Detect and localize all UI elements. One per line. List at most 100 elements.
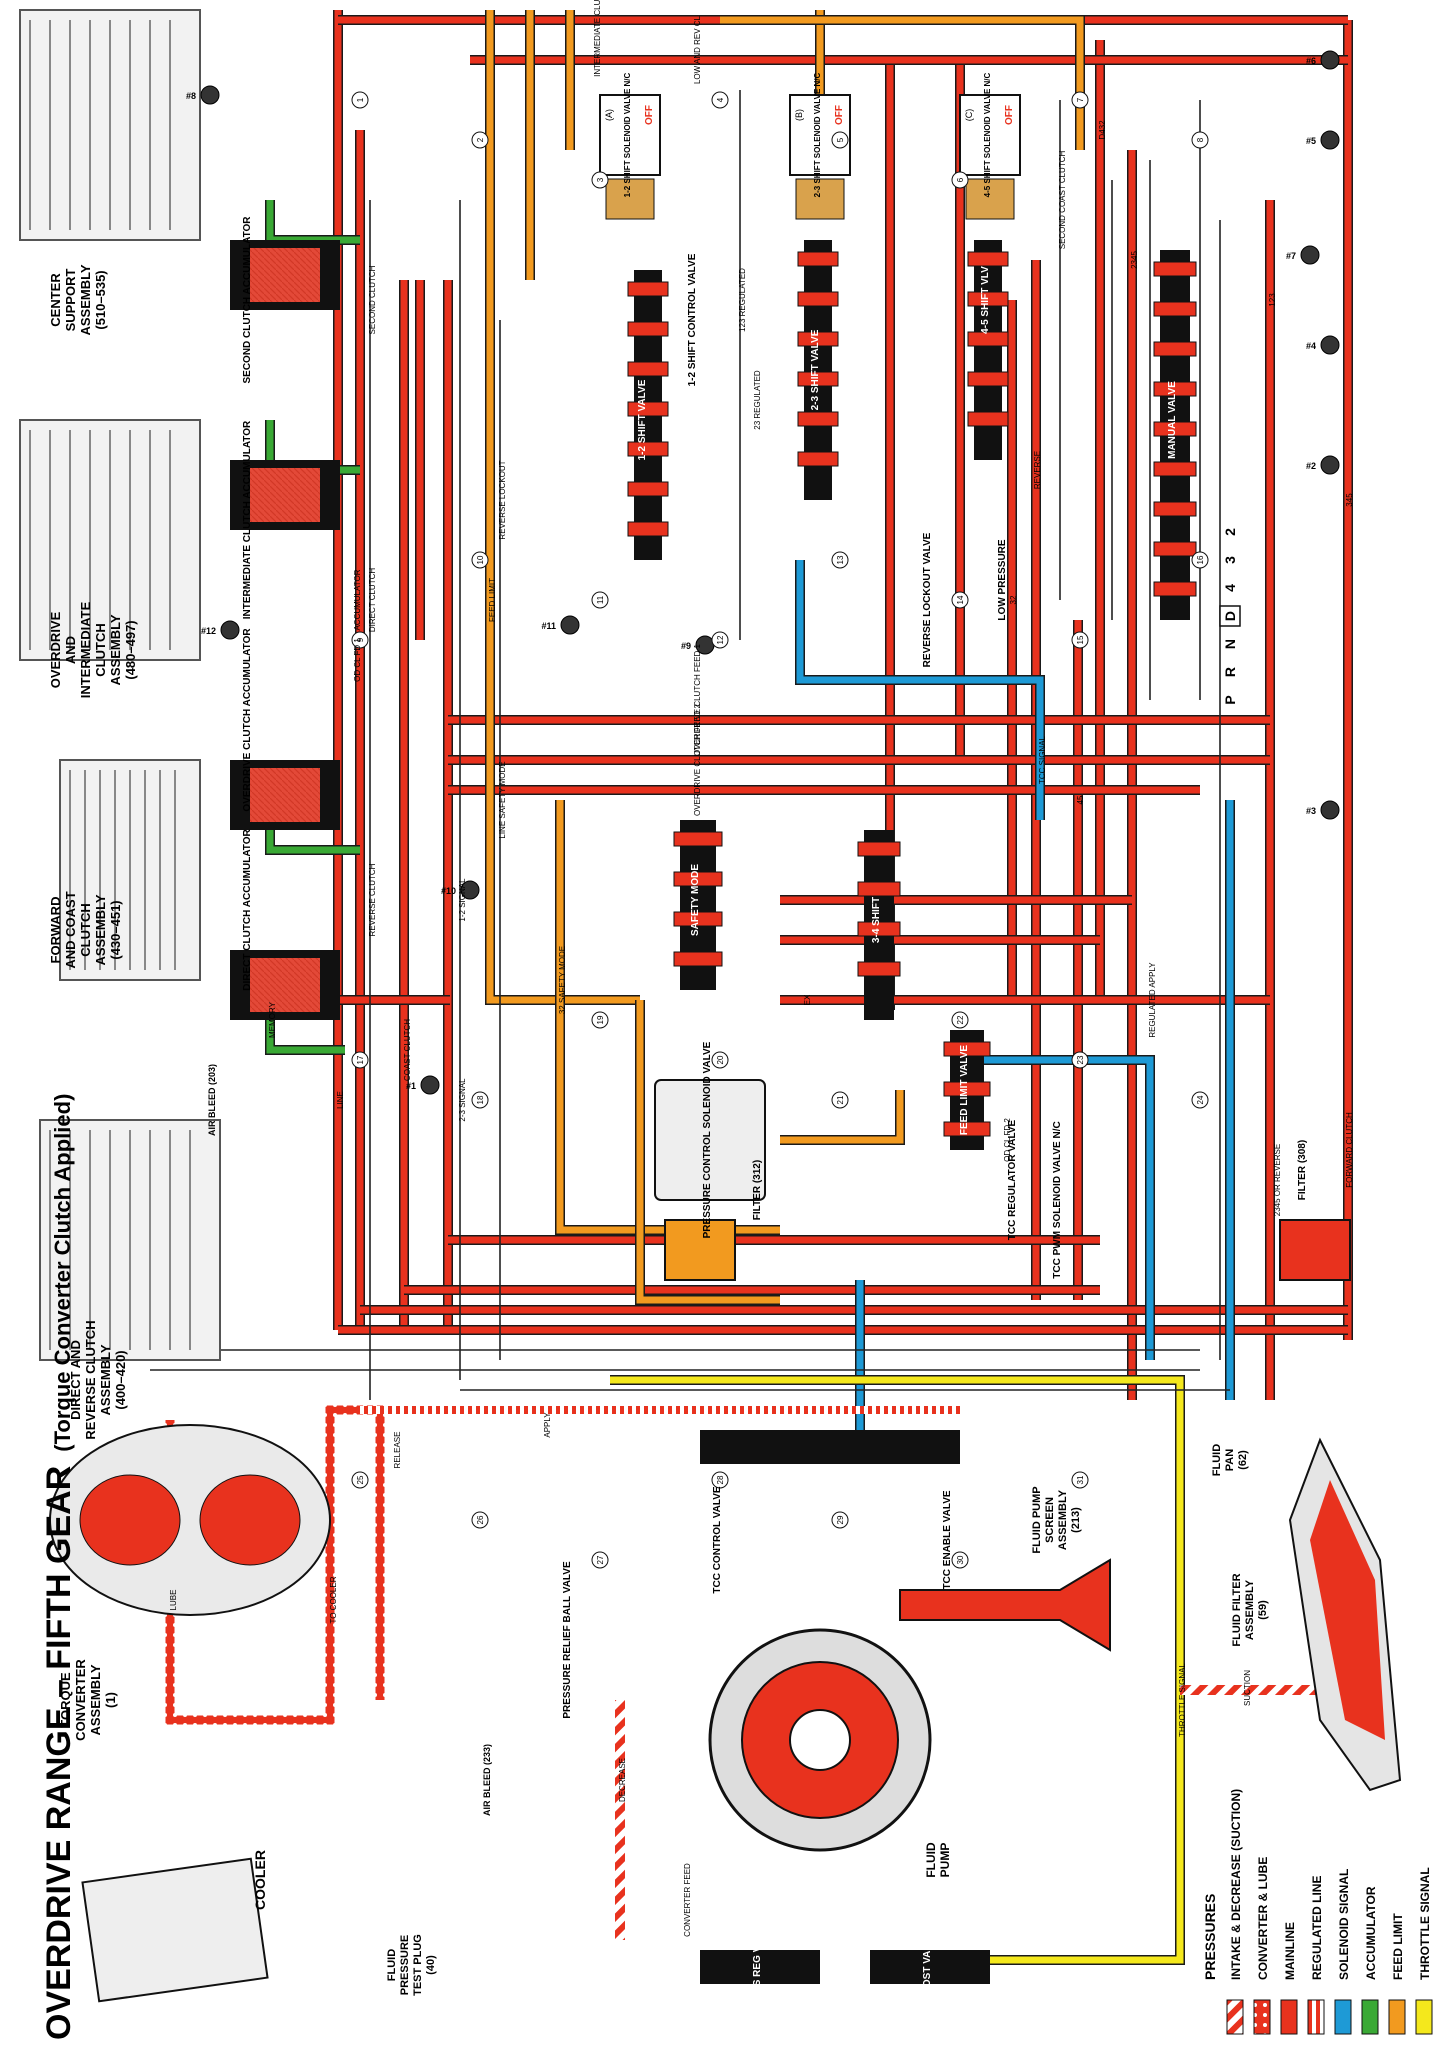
1-2-shift-solenoid-num: (A) bbox=[604, 109, 614, 121]
direct-clutch-accumulator-piston bbox=[250, 958, 320, 1012]
low-pressure-valve-label: LOW PRESSURE bbox=[997, 539, 1008, 620]
gear-selected-box bbox=[1219, 605, 1241, 627]
fluid-pan-label-line-2: (62) bbox=[1237, 1450, 1249, 1470]
torque-converter-label-line-0: TORQUE bbox=[58, 1672, 73, 1728]
center-support-label-line-2: ASSEMBLY bbox=[78, 264, 93, 335]
checkball-11 bbox=[560, 615, 580, 635]
accumulator-passage-0-outline bbox=[265, 200, 360, 245]
passage-label-7: 345 bbox=[1345, 493, 1354, 507]
orifice-12 bbox=[711, 631, 729, 649]
legend-label-2: MAINLINE bbox=[1283, 1922, 1297, 1980]
fluid-pump-hub bbox=[789, 1709, 851, 1771]
2-3-shift-valve-body-land-5 bbox=[797, 451, 839, 467]
direct-clutch-accumulator-label: DIRECT CLUTCH ACCUMULATOR bbox=[242, 828, 253, 990]
orifice-label-29: 29 bbox=[836, 1515, 845, 1524]
1-2-shift-valve-body-land-5 bbox=[627, 481, 669, 497]
direct-reverse-clutch-label-line-2: ASSEMBLY bbox=[98, 1344, 113, 1415]
filter-308-body bbox=[1279, 1219, 1351, 1281]
orifice-3 bbox=[591, 171, 609, 189]
solenoid-signal-passage-0 bbox=[796, 560, 1044, 820]
fluid-pan-label-line-1: PAN bbox=[1224, 1449, 1236, 1471]
passage-label-24: DIRECT CLUTCH bbox=[368, 568, 377, 633]
manual-valve-body-land-8 bbox=[1153, 581, 1197, 597]
intermediate-clutch-accumulator-body bbox=[230, 460, 340, 530]
passage-label-16: SUCTION bbox=[1243, 1670, 1252, 1706]
throttle-signal-passage bbox=[610, 1376, 1184, 1964]
forward-coast-clutch-label-line-1: AND COAST bbox=[63, 891, 78, 968]
checkball-label-4: #4 bbox=[1306, 341, 1316, 351]
feed-limit-valve-body-land-2 bbox=[943, 1121, 991, 1137]
gear-position-R: R bbox=[1222, 667, 1238, 677]
checkball-6 bbox=[1320, 50, 1340, 70]
2-3-shift-solenoid-coil bbox=[795, 178, 845, 220]
passage-label-30: LOW AND REV CL bbox=[693, 15, 702, 84]
checkball-label-7: #7 bbox=[1286, 251, 1296, 261]
4-5-shift-valve-body-land-3 bbox=[967, 371, 1009, 387]
gear-position-N: N bbox=[1222, 639, 1238, 649]
checkball-8 bbox=[200, 85, 220, 105]
legend-swatch-6 bbox=[1388, 1999, 1406, 2035]
title-band: OVERDRIVE RANGE – FIFTH GEAR(Torque Conv… bbox=[0, 0, 78, 2050]
passage-label-4: 123 bbox=[1268, 293, 1277, 307]
orifice-18 bbox=[471, 1091, 489, 1109]
orifice-label-16: 16 bbox=[1196, 555, 1205, 564]
1-2-shift-valve-body-land-3 bbox=[627, 401, 669, 417]
manual-valve-body-land-6 bbox=[1153, 501, 1197, 517]
3-4-shift-valve-body-land-2 bbox=[857, 921, 901, 937]
filter-308-body-element bbox=[1279, 1219, 1351, 1281]
fluid-pump-screen-label-line-1: SCREEN bbox=[1044, 1497, 1056, 1543]
manual-valve-label: MANUAL VALVE bbox=[1167, 381, 1178, 459]
orifice-label-5: 5 bbox=[836, 137, 845, 142]
orifice-label-8: 8 bbox=[1196, 137, 1205, 142]
orifice-11 bbox=[591, 591, 609, 609]
tcc-control-valve-body-spool bbox=[700, 1430, 860, 1464]
direct-clutch-accumulator-body bbox=[230, 950, 340, 1020]
passage-label-0: LINE bbox=[336, 1091, 345, 1109]
orifice-label-12: 12 bbox=[716, 635, 725, 644]
orifice-label-9: 9 bbox=[356, 637, 365, 642]
2-3-shift-valve-body-land-0 bbox=[797, 251, 839, 267]
manual-valve-body-land-4 bbox=[1153, 421, 1197, 437]
pressure-test-plug-label-line-3: (40) bbox=[425, 1955, 437, 1975]
reverse-lockout-valve-label: REVERSE LOCKOUT VALVE bbox=[922, 532, 933, 667]
forward-coast-clutch-label-line-2: CLUTCH bbox=[78, 903, 93, 956]
passage-label-13: TCC SIGNAL bbox=[1038, 735, 1047, 784]
gear-position-P: P bbox=[1222, 695, 1238, 704]
4-5-shift-solenoid-label: 4-5 SHIFT SOLENOID VALVE N/C bbox=[983, 72, 992, 197]
orifice-label-1: 1 bbox=[356, 97, 365, 102]
checkball-5 bbox=[1320, 130, 1340, 150]
orifice-label-4: 4 bbox=[716, 97, 725, 102]
4-5-shift-valve-body-land-4 bbox=[967, 411, 1009, 427]
manual-valve-body-land-3 bbox=[1153, 381, 1197, 397]
checkball-label-6: #6 bbox=[1306, 56, 1316, 66]
passage-label-6: 45 bbox=[1076, 795, 1085, 804]
pressure-control-solenoid-body bbox=[654, 1079, 766, 1201]
legend-swatch-2 bbox=[1280, 1999, 1298, 2035]
tcc-regulator-valve-label: TCC REGULATOR VALVE bbox=[1007, 1119, 1018, 1240]
filter-312-body-element bbox=[664, 1219, 736, 1281]
passage-label-22: APPLY bbox=[543, 1412, 552, 1438]
orifice-label-22: 22 bbox=[956, 1015, 965, 1024]
orifice-23 bbox=[1071, 1051, 1089, 1069]
4-5-shift-solenoid-state: OFF bbox=[1004, 105, 1015, 125]
passage-label-39: OD CL FD 1 bbox=[353, 638, 362, 682]
overdrive-intermediate-clutch-label-line-3: CLUTCH bbox=[93, 623, 108, 676]
orifice-29 bbox=[831, 1511, 849, 1529]
2-3-shift-solenoid-label: 2-3 SHIFT SOLENOID VALVE N/C bbox=[813, 72, 822, 197]
safety-mode-valve-body bbox=[673, 820, 723, 990]
orifice-label-24: 24 bbox=[1196, 1095, 1205, 1104]
passage-label-40: OD CL FD 2 bbox=[1003, 1118, 1012, 1162]
safety-mode-valve-body-land-2 bbox=[673, 911, 723, 927]
orifice-20 bbox=[711, 1051, 729, 1069]
orifice-21 bbox=[831, 1091, 849, 1109]
3-4-shift-valve-body-land-3 bbox=[857, 961, 901, 977]
feed-limit-passage-6 bbox=[636, 1000, 780, 1304]
second-clutch-accumulator-piston bbox=[250, 248, 320, 302]
